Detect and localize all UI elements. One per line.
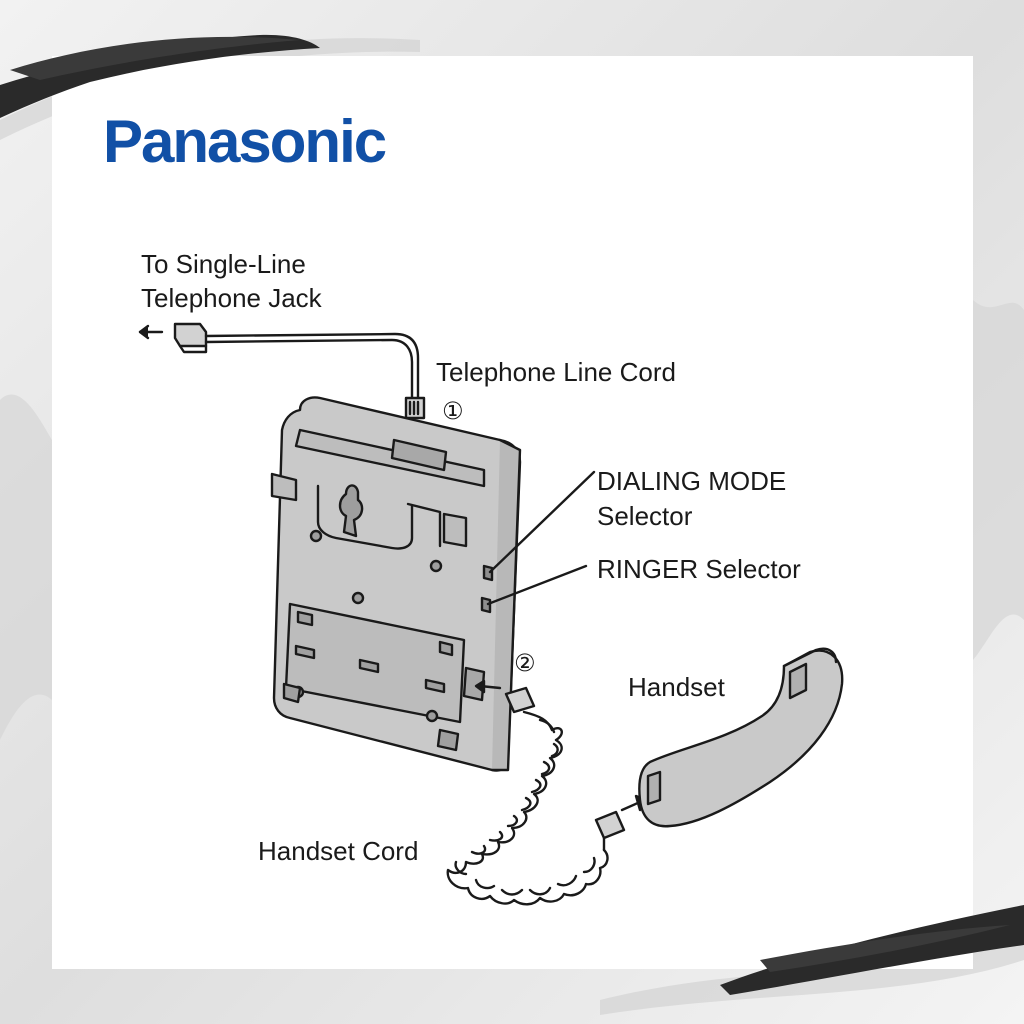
jack-label-line2: Telephone Jack <box>141 283 322 313</box>
dialing-mode-leader <box>488 470 596 574</box>
handset-label: Handset <box>628 672 725 702</box>
line-cord-phone-plug-icon <box>404 396 426 420</box>
panasonic-logo: Panasonic <box>103 108 387 175</box>
ringer-label: RINGER Selector <box>597 554 801 584</box>
line-cord-plug-icon <box>173 322 208 354</box>
ringer-leader <box>486 564 588 606</box>
telephone-base <box>270 396 522 772</box>
coiled-handset-cord <box>446 710 609 906</box>
telephone-line-cord <box>204 332 420 400</box>
left-arrow-icon <box>138 324 164 340</box>
line-cord-label: Telephone Line Cord <box>436 357 676 387</box>
dialing-mode-label-line1: DIALING MODE <box>597 466 787 496</box>
handset-cord-label: Handset Cord <box>258 836 419 866</box>
handset <box>638 647 844 828</box>
handset-jack <box>462 666 486 702</box>
step-2-marker: ② <box>514 649 536 677</box>
step-1-marker: ① <box>442 397 464 425</box>
left-arrow-icon <box>474 679 502 694</box>
handset-cord-handset-plug-icon <box>594 810 626 852</box>
handset-cord-base-plug-icon <box>504 686 536 714</box>
dialing-mode-label-line2: Selector <box>597 501 693 531</box>
dialing-mode-switch <box>482 564 494 582</box>
jack-label-line1: To Single-Line <box>141 249 306 279</box>
ringer-switch <box>480 596 492 614</box>
